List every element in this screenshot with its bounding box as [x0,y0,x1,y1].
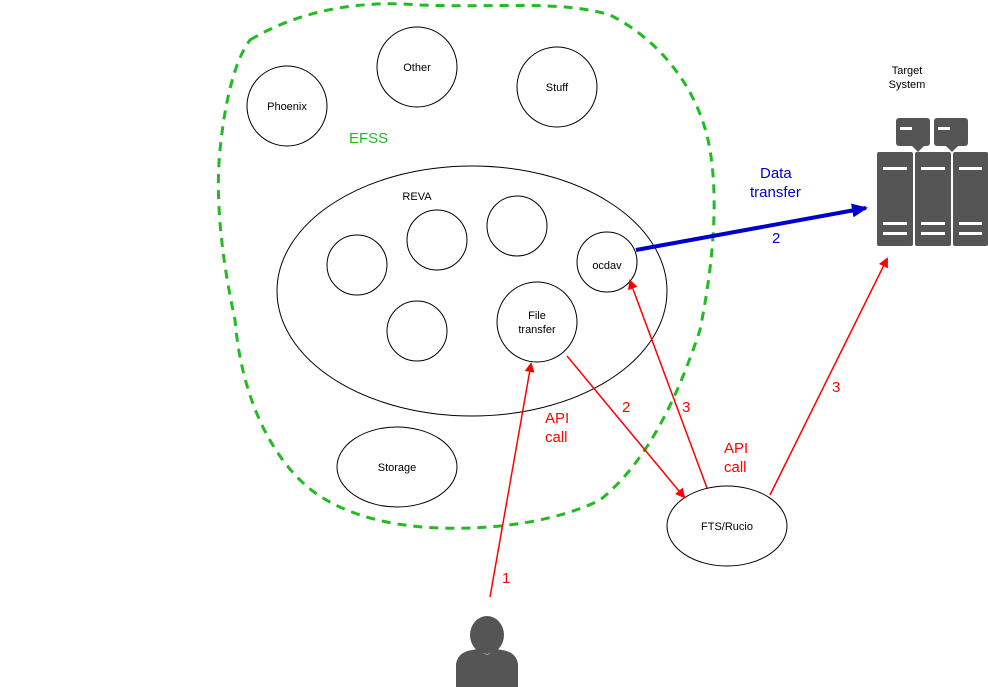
reva-label: REVA [402,191,432,203]
reva-component-1 [326,234,388,296]
reva-component-4 [386,300,448,362]
ocdav-label: ocdav [592,260,622,272]
arrow-user-to-file-transfer [489,362,535,598]
step-number-fts-to-target: 3 [832,379,840,396]
arrow-data-transfer [635,203,868,252]
file-transfer-label-1: File [528,310,546,322]
efss-boundary [216,2,716,530]
other-node: Other [376,26,458,108]
step-number-fts-to-ocdav: 3 [682,399,690,416]
data-transfer-label-a: Data [760,165,792,182]
reva-component-2 [406,209,468,271]
phoenix-label: Phoenix [267,101,307,113]
other-label: Other [403,62,431,74]
target-system-label-2: System [889,79,926,91]
step-number-file-to-fts: 2 [622,399,630,416]
api-call-label-1b: call [545,429,568,446]
arrow-fts-to-ocdav [628,279,708,489]
server-rack-icon [877,118,988,246]
step-number-data-transfer: 2 [772,230,780,247]
fts-rucio-label: FTS/Rucio [701,521,753,533]
efss-label: EFSS [349,130,388,147]
fts-rucio-node: FTS/Rucio [666,485,788,567]
stuff-node: Stuff [516,46,598,128]
api-call-label-2b: call [724,459,747,476]
target-system-label-1: Target [892,65,923,77]
data-transfer-label-b: transfer [750,184,801,201]
step-number-user: 1 [502,570,510,587]
file-transfer-node: File transfer [496,281,578,363]
reva-container: REVA [276,165,668,417]
arrow-fts-to-target [769,257,888,496]
api-call-label-2a: API [724,440,748,457]
file-transfer-label-2: transfer [518,324,556,336]
stuff-label: Stuff [546,82,569,94]
phoenix-node: Phoenix [246,65,328,147]
api-call-label-1a: API [545,410,569,427]
ocdav-node: ocdav [576,231,638,293]
arrow-file-transfer-to-fts [566,355,686,499]
storage-node: Storage [336,426,458,508]
user-icon [456,616,518,687]
storage-label: Storage [378,462,417,474]
reva-component-3 [486,195,548,257]
